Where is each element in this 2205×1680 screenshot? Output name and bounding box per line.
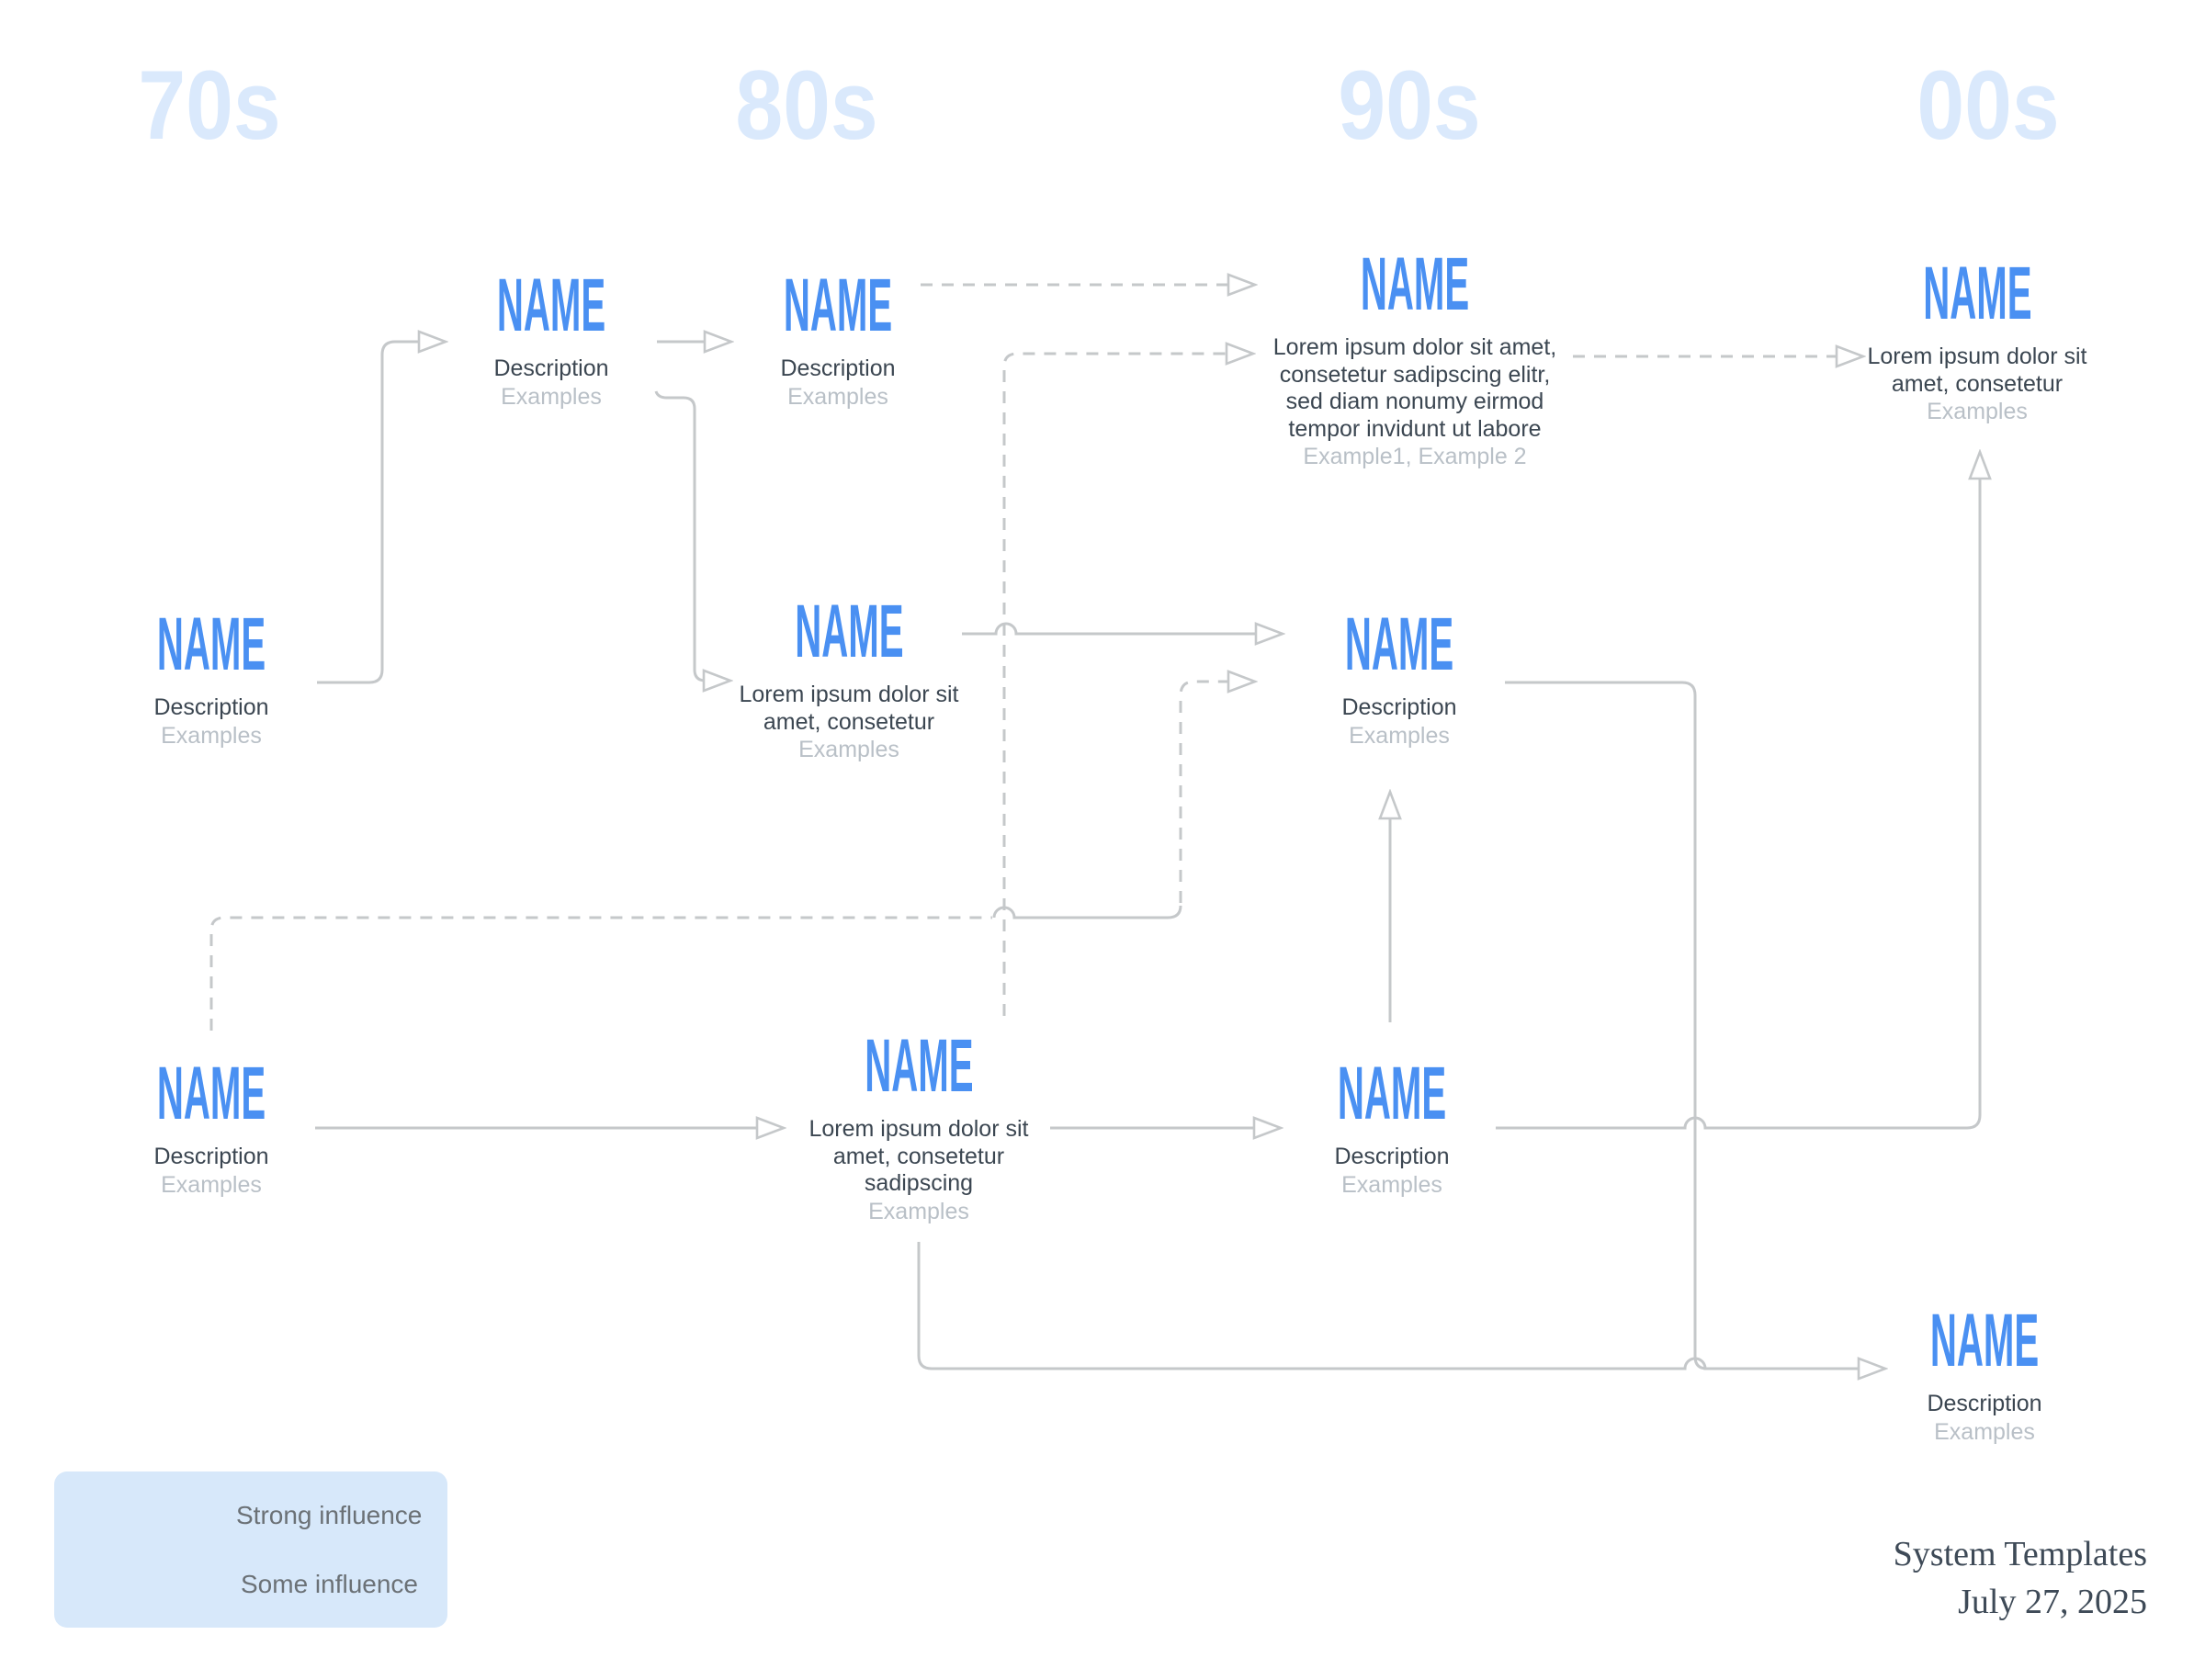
node-description: Description (493, 355, 609, 381)
decade-header-00s: 00s (1917, 50, 2060, 160)
edge-stub-to-90smid-dashed (992, 905, 1182, 919)
edge-90sbottom-to-00stop (1496, 452, 1980, 1130)
footer-title: System Templates (1893, 1535, 2147, 1573)
node-title: NAME (1360, 242, 1470, 326)
node-examples: Examples (161, 1171, 262, 1198)
decade-header-80s: 80s (735, 50, 878, 160)
legend (54, 1471, 447, 1628)
edge-80sfirst-to-80smid (654, 390, 730, 681)
node-title: NAME (496, 264, 606, 347)
node-description: Description (780, 355, 896, 381)
legend-strong-label: Strong influence (236, 1501, 423, 1529)
node-description: Description (1341, 694, 1457, 720)
node-90s-top: NAME Lorem ipsum dolor sit amet, consete… (1272, 242, 1557, 470)
node-description: Description (1334, 1144, 1450, 1169)
node-title: NAME (783, 264, 893, 347)
node-examples: Examples (501, 383, 602, 410)
edge-70sbottom-riser (209, 916, 992, 1031)
node-90s-bottom: NAME Description Examples (1227, 1052, 1557, 1199)
decade-header-90s: 90s (1338, 50, 1481, 160)
node-title: NAME (156, 603, 266, 686)
node-examples: Examples (787, 383, 888, 410)
node-80s-mid: NAME Lorem ipsum dolor sit amet, consete… (739, 590, 959, 763)
node-title: NAME (1923, 252, 2032, 335)
node-80s-second: NAME Description Examples (673, 264, 1003, 411)
node-title: NAME (1929, 1299, 2040, 1382)
node-examples: Examples (1934, 1418, 2035, 1445)
node-body: Lorem ipsum dolor sit amet, consetetur s… (1272, 334, 1557, 442)
node-examples: Examples (798, 737, 899, 762)
node-title: NAME (156, 1052, 266, 1135)
edge-80smid-to-90smid (962, 624, 1283, 634)
decade-header-70s: 70s (138, 50, 281, 160)
edge-70stop-to-80sfirst (317, 342, 446, 684)
node-70s-top: NAME Description Examples (46, 603, 377, 750)
node-70s-bottom: NAME Description Examples (46, 1052, 377, 1199)
node-title: NAME (1344, 603, 1454, 686)
node-80s-first: NAME Description Examples (386, 264, 717, 411)
footer: System Templates July 27, 2025 (1894, 1530, 2147, 1626)
node-title: NAME (1337, 1052, 1447, 1135)
node-title: NAME (795, 590, 904, 673)
node-body: Lorem ipsum dolor sit amet, consetetur (739, 682, 959, 735)
node-body: Lorem ipsum dolor sit amet, consetetur (1867, 344, 2087, 397)
edge-80sbottom-to-00sbottom (917, 1242, 1885, 1369)
node-examples: Examples (161, 722, 262, 749)
footer-date: July 27, 2025 (1958, 1583, 2147, 1621)
node-00s-bottom: NAME Description Examples (1819, 1299, 2150, 1446)
node-description: Description (153, 694, 269, 720)
node-examples: Examples (1349, 722, 1450, 749)
node-examples: Examples (1927, 399, 2028, 424)
node-90s-mid: NAME Description Examples (1234, 603, 1565, 750)
node-title: NAME (865, 1024, 974, 1108)
node-examples: Example1, Example 2 (1303, 444, 1527, 469)
edge-riser-to-90smid (1179, 682, 1255, 903)
node-body: Lorem ipsum dolor sit amet, consetetur s… (808, 1116, 1029, 1196)
node-examples: Examples (1341, 1171, 1442, 1198)
node-description: Description (1927, 1391, 2042, 1416)
node-examples: Examples (868, 1198, 969, 1224)
node-description: Description (153, 1144, 269, 1169)
edge-80sbottom-to-90stop (1002, 354, 1253, 1016)
node-80s-bottom: NAME Lorem ipsum dolor sit amet, consete… (808, 1024, 1029, 1225)
legend-some-label: Some influence (241, 1570, 419, 1598)
edge-90smid-to-00sbottom (1505, 681, 1720, 1370)
node-00s-top: NAME Lorem ipsum dolor sit amet, consete… (1867, 252, 2087, 425)
